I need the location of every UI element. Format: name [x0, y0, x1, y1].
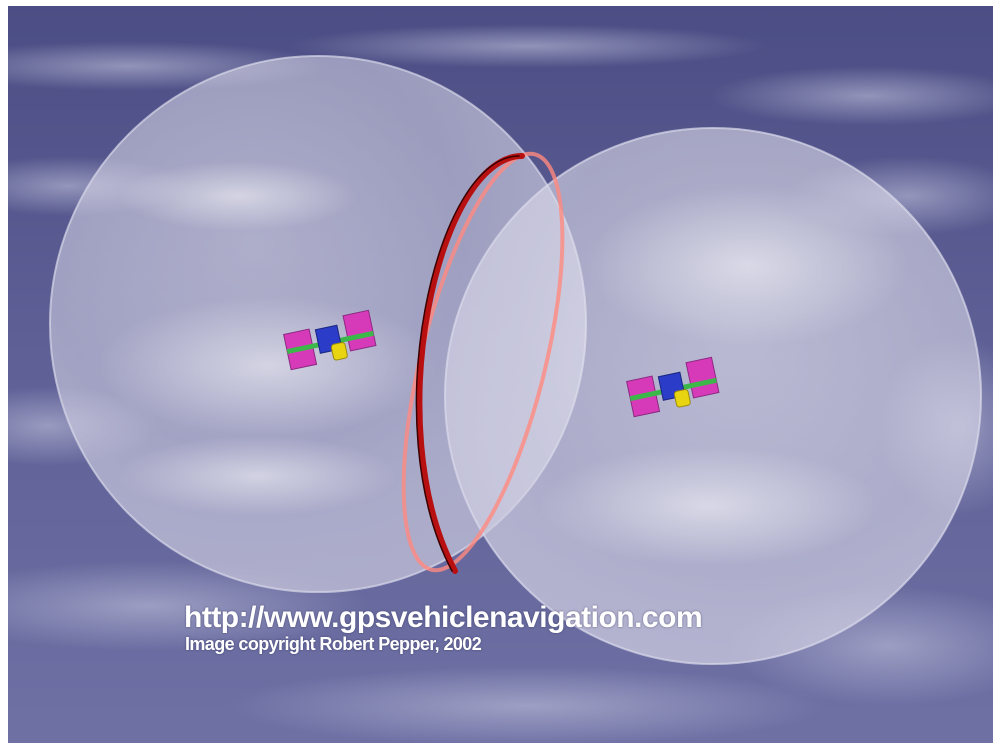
image-caption: http://www.gpsvehiclenavigation.com Imag… [184, 601, 703, 655]
satellite-left [283, 309, 377, 371]
caption-url-text: http://www.gpsvehiclenavigation.com [184, 601, 703, 634]
intersection-circle [401, 151, 565, 574]
gps-sphere-intersection-illustration [8, 6, 993, 743]
scene-canvas [8, 6, 993, 743]
caption-copyright-text: Image copyright Robert Pepper, 2002 [185, 634, 482, 654]
sphere-right [444, 127, 982, 665]
satellite-right [626, 356, 720, 418]
